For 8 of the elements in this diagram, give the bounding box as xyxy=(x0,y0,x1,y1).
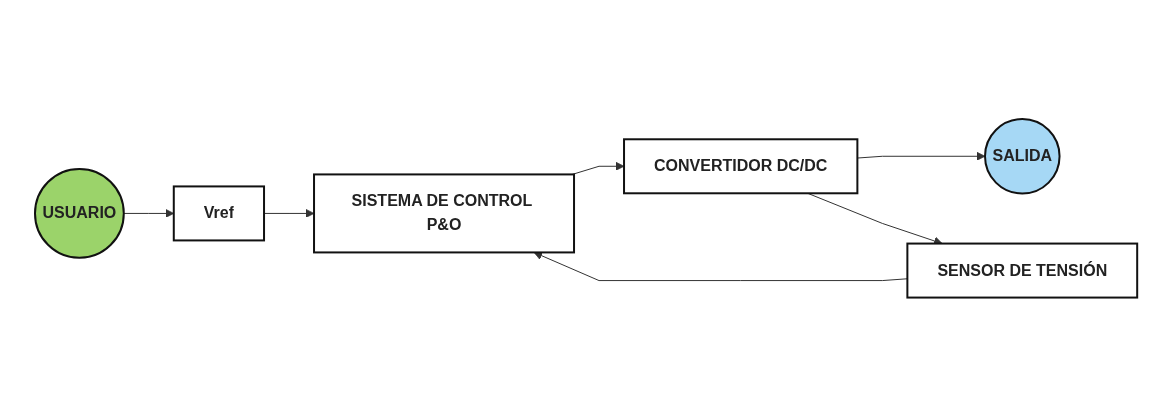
node-box: CONVERTIDOR DC/DC xyxy=(623,138,859,195)
node-circle: SALIDA xyxy=(984,118,1061,195)
node-box: SENSOR DE TENSIÓN xyxy=(906,242,1139,299)
arrow xyxy=(572,162,625,176)
node-box: Vref xyxy=(173,185,266,242)
node-box: SISTEMA DE CONTROL P&O xyxy=(313,173,576,254)
node-circle: USUARIO xyxy=(34,168,126,260)
arrow xyxy=(857,152,986,161)
